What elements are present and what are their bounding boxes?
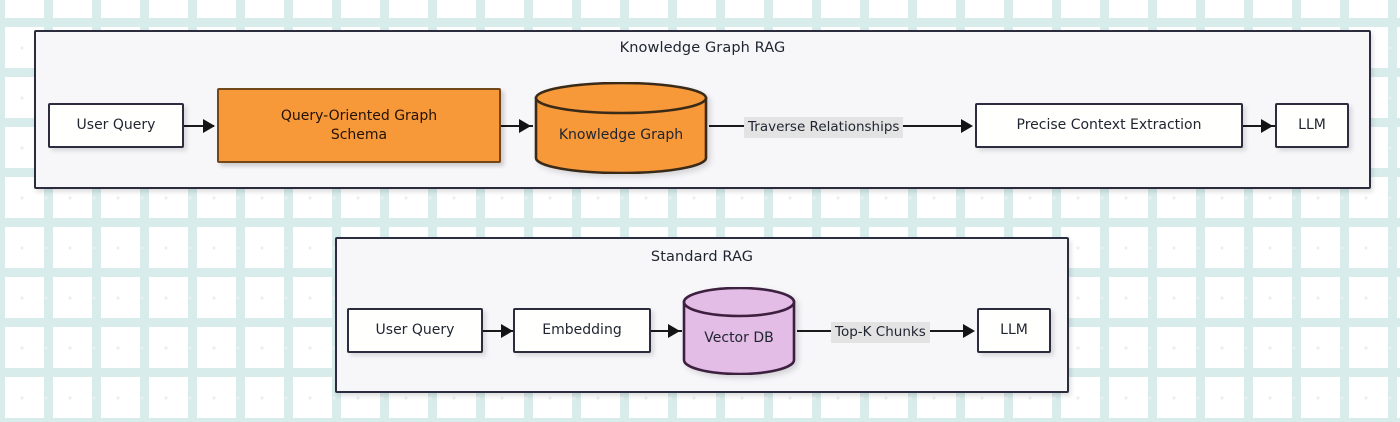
node-std-embedding[interactable]: Embedding (513, 308, 651, 353)
arrowhead-kg-extraction-to-llm (1261, 119, 1273, 133)
node-std-llm[interactable]: LLM (977, 308, 1051, 353)
edge-label-top-k-chunks: Top-K Chunks (831, 322, 930, 344)
arrowhead-std-userquery-to-embedding (501, 324, 513, 338)
node-label-kg-user-query: User Query (76, 117, 156, 134)
connector-kg-extraction-to-llm (1243, 125, 1275, 128)
arrowhead-kg-schema-to-graph (519, 119, 531, 133)
node-std-user-query[interactable]: User Query (347, 308, 483, 353)
node-label-kg-knowledge-graph: Knowledge Graph (558, 127, 684, 143)
connector-kg-schema-to-graph (501, 125, 533, 128)
node-label-std-llm: LLM (1000, 322, 1028, 339)
node-label-kg-precise-context-extraction: Precise Context Extraction (1016, 117, 1202, 134)
edge-label-traverse-relationships: Traverse Relationships (744, 117, 904, 139)
node-kg-llm[interactable]: LLM (1275, 103, 1349, 148)
node-label-kg-schema-line1: Query-Oriented Graph (280, 107, 438, 124)
arrowhead-std-vectordb-to-llm (963, 324, 975, 338)
node-kg-knowledge-graph[interactable]: Knowledge Graph (533, 82, 709, 174)
node-kg-query-oriented-graph-schema[interactable]: Query-Oriented Graph Schema (217, 88, 501, 163)
cylinder-shape-vector-db (682, 287, 796, 375)
connector-std-userquery-to-embedding (483, 330, 513, 333)
connector-std-embedding-to-vectordb (651, 330, 682, 333)
node-label-std-vector-db: Vector DB (704, 330, 774, 346)
node-label-std-user-query: User Query (375, 322, 455, 339)
arrowhead-std-embedding-to-vectordb (668, 324, 680, 338)
node-label-std-embedding: Embedding (542, 322, 622, 339)
node-label-kg-schema-line2: Schema (330, 126, 388, 143)
cluster-title-standard-rag: Standard RAG (650, 249, 754, 265)
node-std-vector-db[interactable]: Vector DB (681, 287, 797, 375)
arrowhead-kg-graph-to-extraction (961, 119, 973, 133)
cluster-title-knowledge-graph-rag: Knowledge Graph RAG (619, 40, 786, 56)
node-label-kg-llm: LLM (1298, 117, 1326, 134)
arrowhead-kg-userquery-to-schema (203, 119, 215, 133)
node-kg-precise-context-extraction[interactable]: Precise Context Extraction (975, 103, 1243, 148)
cylinder-shape-knowledge-graph (534, 82, 708, 174)
node-kg-user-query[interactable]: User Query (48, 103, 184, 148)
connector-kg-userquery-to-schema (184, 125, 214, 128)
